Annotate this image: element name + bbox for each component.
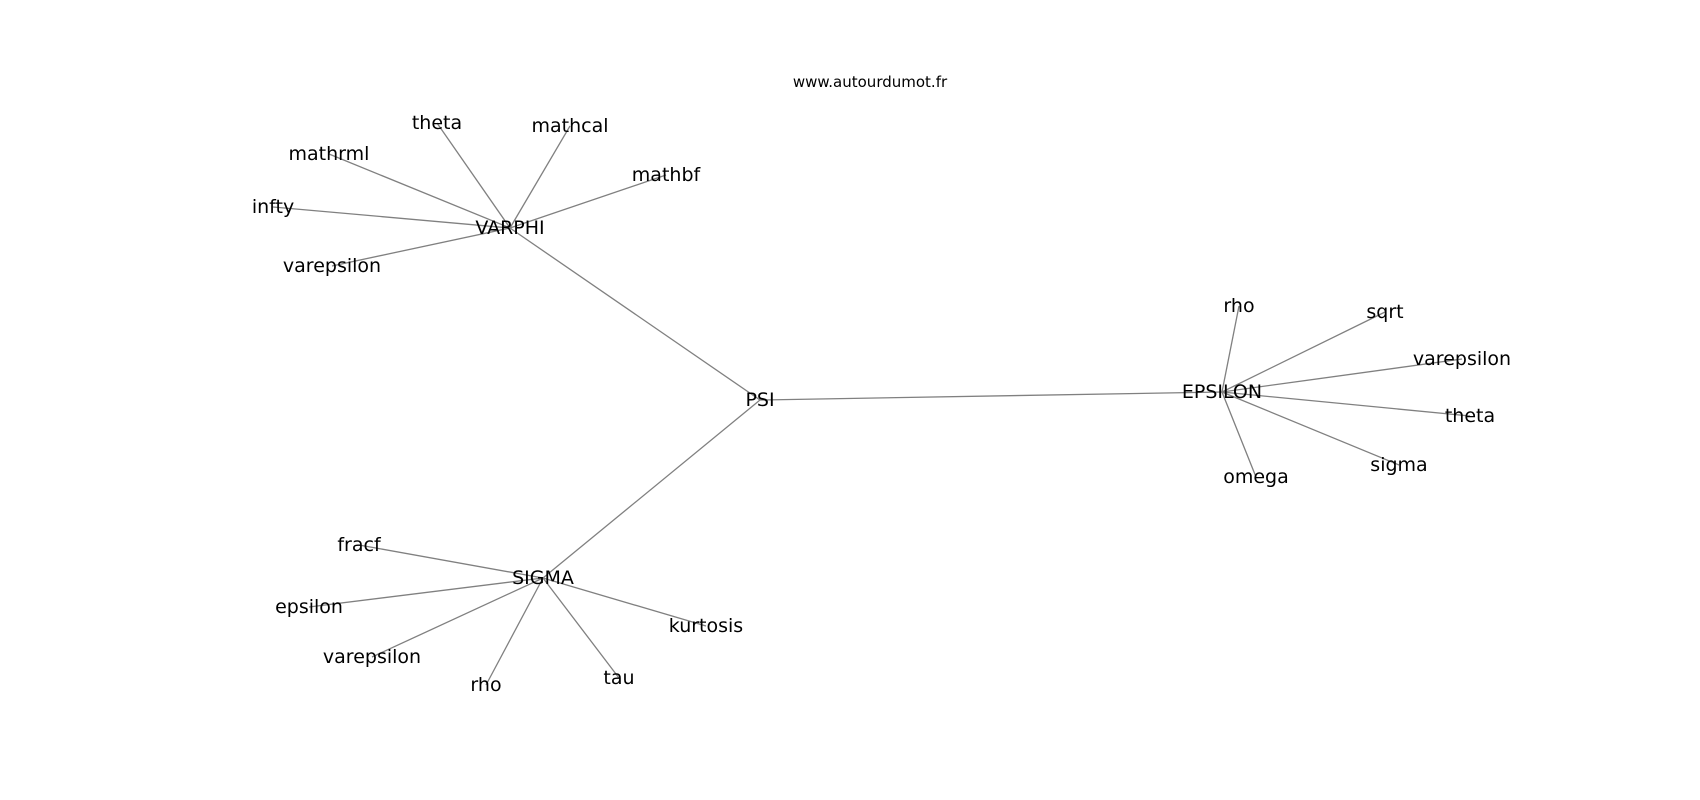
node-varphi_infty[interactable]: infty bbox=[252, 196, 294, 218]
edge-varphi-varphi_mathrml bbox=[328, 153, 511, 229]
edge-epsilon_hub-eps_omega bbox=[1221, 391, 1257, 478]
edge-sigma_hub-sig_tau bbox=[542, 577, 620, 679]
edge-varphi-varphi_infty bbox=[272, 206, 511, 229]
node-sig_rho[interactable]: rho bbox=[470, 674, 501, 696]
edge-sigma_hub-sig_epsilon bbox=[308, 577, 544, 608]
edge-sigma_hub-sig_rho bbox=[485, 577, 544, 686]
node-eps_sigma[interactable]: sigma bbox=[1370, 454, 1427, 476]
edge-varphi-varphi_mathcal bbox=[509, 125, 571, 229]
edge-psi-varphi bbox=[509, 227, 761, 401]
node-sig_varepsilon[interactable]: varepsilon bbox=[323, 646, 421, 668]
edges-group bbox=[272, 122, 1471, 686]
edge-sigma_hub-sig_fracf bbox=[358, 544, 544, 579]
edge-sigma_hub-sig_kurtosis bbox=[542, 577, 707, 627]
node-eps_theta[interactable]: theta bbox=[1445, 405, 1495, 427]
edge-epsilon_hub-eps_rho bbox=[1221, 305, 1240, 393]
edge-psi-sigma_hub bbox=[542, 399, 761, 579]
edge-epsilon_hub-eps_sqrt bbox=[1221, 311, 1386, 393]
node-sig_kurtosis[interactable]: kurtosis bbox=[669, 615, 743, 637]
node-sigma_hub[interactable]: SIGMA bbox=[512, 567, 574, 589]
node-psi[interactable]: PSI bbox=[745, 389, 774, 411]
node-epsilon_hub[interactable]: EPSILON bbox=[1182, 381, 1262, 403]
node-eps_sqrt[interactable]: sqrt bbox=[1366, 301, 1403, 323]
node-varphi[interactable]: VARPHI bbox=[475, 217, 544, 239]
node-eps_rho[interactable]: rho bbox=[1223, 295, 1254, 317]
node-eps_omega[interactable]: omega bbox=[1223, 466, 1289, 488]
node-varphi_mathcal[interactable]: mathcal bbox=[531, 115, 608, 137]
edge-sigma_hub-sig_varepsilon bbox=[371, 577, 544, 658]
node-varphi_varepsilon[interactable]: varepsilon bbox=[283, 255, 381, 277]
node-varphi_mathbf[interactable]: mathbf bbox=[632, 164, 702, 186]
node-varphi_mathrml[interactable]: mathrml bbox=[289, 143, 370, 165]
edge-epsilon_hub-eps_sigma bbox=[1221, 391, 1400, 466]
nodes-group: PSI VARPHI EPSILON SIGMA theta mathcal mathrml… bbox=[252, 112, 1511, 696]
edge-psi-epsilon_hub bbox=[759, 391, 1223, 401]
edge-varphi-varphi_mathbf bbox=[509, 174, 667, 229]
edge-epsilon_hub-eps_theta bbox=[1221, 391, 1471, 417]
edge-varphi-varphi_theta bbox=[436, 122, 511, 229]
node-sig_epsilon[interactable]: epsilon bbox=[275, 596, 343, 618]
node-eps_varepsilon[interactable]: varepsilon bbox=[1413, 348, 1511, 370]
edge-varphi-varphi_varepsilon bbox=[331, 227, 511, 267]
node-varphi_theta[interactable]: theta bbox=[412, 112, 462, 134]
edge-epsilon_hub-eps_varepsilon bbox=[1221, 358, 1463, 393]
node-sig_fracf[interactable]: fracf bbox=[337, 534, 382, 556]
node-sig_tau[interactable]: tau bbox=[603, 667, 634, 689]
source-label: www.autourdumot.fr bbox=[793, 73, 948, 91]
